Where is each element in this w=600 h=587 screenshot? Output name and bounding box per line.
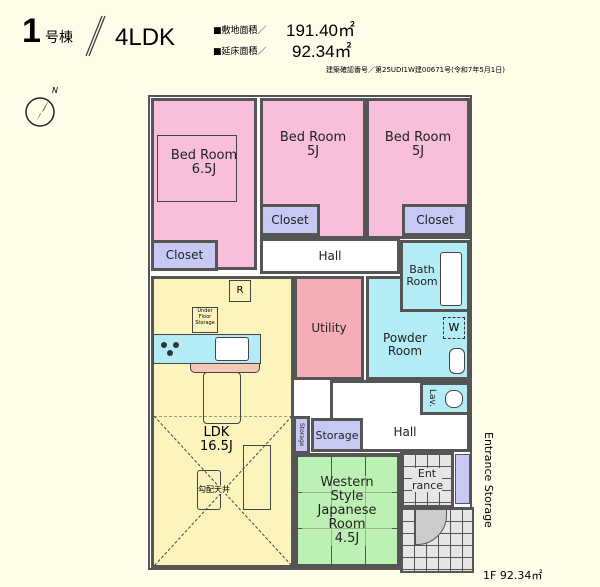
hall-label: Hall — [318, 248, 342, 263]
compass-north-icon — [25, 97, 55, 127]
storage-small: Storage — [293, 416, 310, 454]
storage-label: Storage — [315, 428, 359, 442]
bath-label: Bath Room — [406, 263, 438, 288]
bed — [157, 135, 237, 202]
stove-icon — [161, 342, 179, 356]
site-area-value: 191.40㎡ — [286, 21, 355, 40]
room-name: LDK — [203, 425, 230, 440]
bathtub — [440, 252, 462, 306]
fridge-space: R — [229, 280, 251, 302]
underfloor-storage: Under Floor Storage — [192, 307, 218, 333]
permit-number: 建築確認番号／第25UDI1W建00671号(令和7年5月1日) — [326, 66, 505, 74]
floor-area-value: 92.34㎡ — [292, 42, 352, 61]
site-area-label: ■敷地面積／ — [213, 26, 267, 36]
room-name: Bed Room — [170, 148, 238, 163]
entrance-storage — [455, 454, 470, 504]
hall-label: Hall — [393, 425, 417, 439]
layout-type: 4LDK — [115, 24, 176, 51]
washbasin — [449, 348, 465, 374]
closet-label: Closet — [416, 212, 454, 227]
room-size: 16.5J — [200, 439, 233, 454]
storage-label: Storage — [298, 423, 305, 447]
closet-1: Closet — [151, 240, 218, 271]
washer-space: W — [443, 317, 465, 339]
toilet-icon — [445, 390, 463, 408]
double-slash-icon — [85, 15, 106, 57]
room-size: 6.5J — [191, 162, 217, 177]
room-size: 4.5J — [334, 530, 360, 546]
room-size: 5J — [306, 144, 320, 159]
room-name: Bed Room — [384, 130, 452, 145]
floor-label: 1F 92.34㎡ — [483, 569, 543, 582]
room-name: Bed Room — [279, 130, 347, 145]
hall-upper: Hall — [260, 238, 400, 274]
powder-label: Powder Room — [383, 331, 427, 358]
building-suffix: 号棟 — [45, 30, 73, 46]
room-name: Western Style Japanese Room — [317, 474, 377, 532]
floor-area-label: ■延床面積／ — [213, 47, 267, 57]
storage: Storage — [311, 418, 363, 452]
closet-label: Closet — [165, 248, 204, 262]
sofa — [243, 445, 271, 510]
ldk — [151, 276, 294, 568]
dining-table — [203, 372, 241, 424]
utility-room: Utility — [294, 276, 364, 380]
closet-3: Closet — [402, 204, 468, 236]
sloped-ceiling-label: 勾配天井 — [197, 470, 230, 510]
entrance: Ent rance — [400, 451, 454, 508]
sloped-ceiling-text: 勾配天井 — [198, 485, 230, 494]
room-size: 5J — [411, 144, 425, 159]
north-label: N — [52, 86, 58, 95]
closet-2: Closet — [260, 204, 320, 236]
entrance-storage-label: Entrance Storage — [482, 432, 495, 528]
lav-label: Lav. — [427, 389, 437, 408]
sink-icon — [215, 337, 249, 361]
entrance-label: Ent rance — [412, 466, 444, 492]
building-number: 1 — [22, 12, 41, 50]
closet-label: Closet — [271, 212, 309, 227]
utility-label: Utility — [311, 320, 347, 335]
